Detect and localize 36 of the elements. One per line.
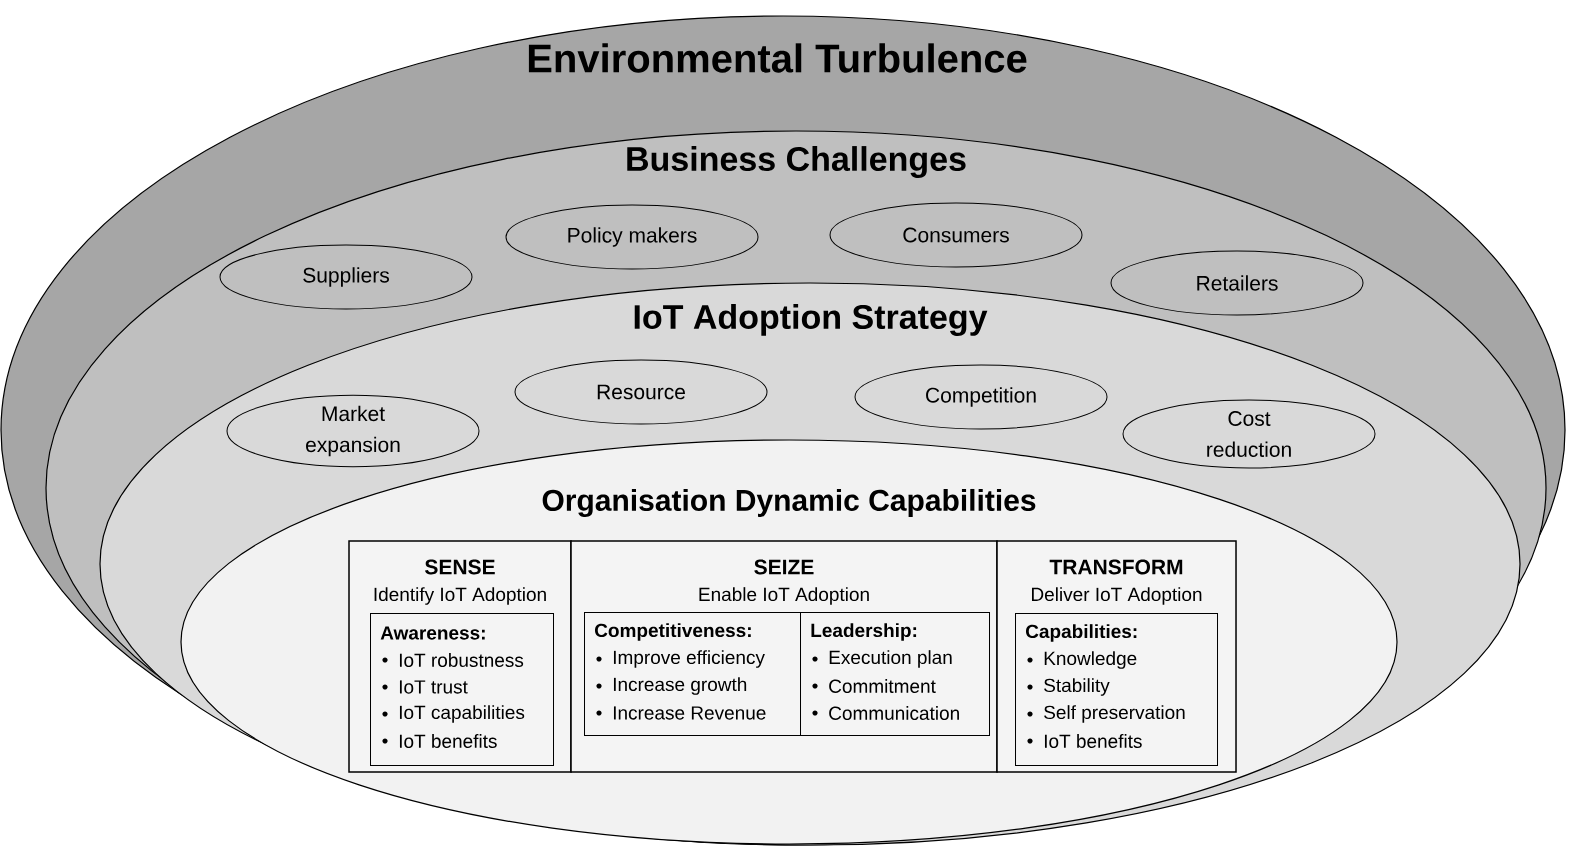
- oval: Resource: [514, 359, 768, 425]
- list-item: Commitment: [829, 679, 936, 693]
- list-heading: Awareness:: [380, 626, 485, 640]
- list-item: Communication: [829, 706, 959, 720]
- list-item: Increase Revenue: [613, 706, 766, 720]
- oval: Cost reduction: [1122, 399, 1376, 469]
- band-title: Business Challenges: [627, 146, 966, 178]
- list-item: IoT capabilities: [399, 705, 525, 723]
- column-heading: TRANSFORM: [1049, 559, 1183, 575]
- band-title: Organisation Dynamic Capabilities: [542, 488, 1036, 518]
- oval: Retailers: [1110, 250, 1364, 316]
- column-subtitle: Identify IoT Adoption: [374, 587, 546, 605]
- oval: Suppliers: [219, 244, 473, 310]
- list-item: Self preservation: [1044, 705, 1185, 723]
- oval: Consumers: [829, 202, 1083, 268]
- list-heading: Competitiveness:: [595, 623, 751, 641]
- oval: Market expansion: [226, 394, 480, 468]
- column-heading: SENSE: [425, 559, 495, 575]
- oval: Competition: [854, 364, 1108, 430]
- list-item: IoT benefits: [399, 734, 497, 748]
- list-heading: Leadership:: [811, 623, 917, 641]
- column-subtitle: Deliver IoT Adoption: [1032, 587, 1202, 605]
- list-item: Knowledge: [1044, 651, 1137, 669]
- list-item: Execution plan: [829, 650, 952, 668]
- list-heading: Capabilities:: [1026, 624, 1137, 642]
- list-item: IoT trust: [399, 680, 468, 694]
- list-item: Improve efficiency: [613, 650, 765, 668]
- band-title: IoT Adoption Strategy: [634, 304, 988, 336]
- column-subtitle: Enable IoT Adoption: [699, 587, 869, 605]
- oval: Policy makers: [505, 204, 759, 270]
- list-item: Increase growth: [613, 677, 747, 695]
- list-item: Stability: [1044, 678, 1110, 696]
- list-item: IoT robustness: [399, 653, 524, 667]
- band-title: Environmental Turbulence: [528, 43, 1027, 73]
- list-item: IoT benefits: [1044, 734, 1142, 748]
- column-heading: SEIZE: [754, 559, 814, 575]
